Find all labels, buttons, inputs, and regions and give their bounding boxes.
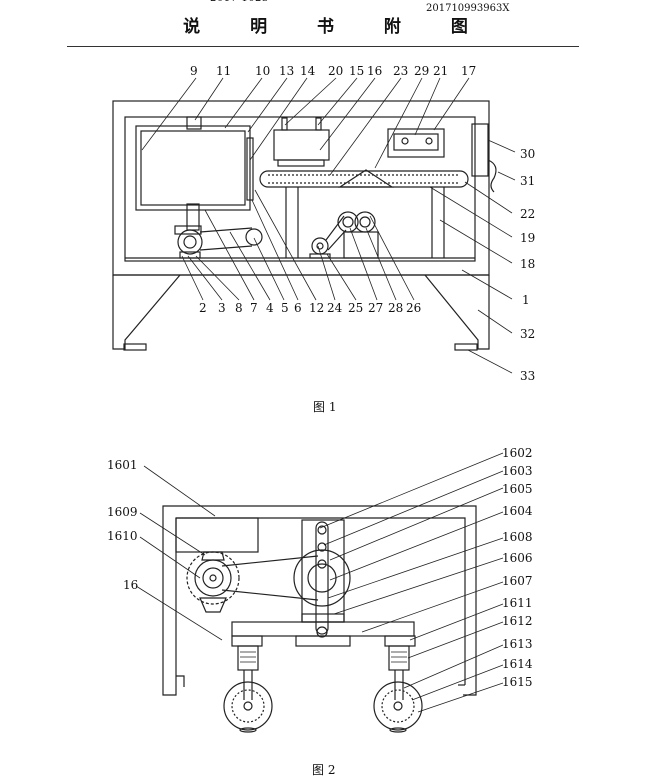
part-label: 1	[522, 293, 530, 307]
part-label: 1604	[502, 504, 533, 518]
part-label: 13	[279, 64, 294, 78]
slot-rod	[315, 521, 329, 635]
part-label: 33	[520, 369, 535, 383]
part-label: 1612	[502, 614, 533, 628]
part-label: 1607	[502, 574, 533, 588]
part-label: 29	[414, 64, 429, 78]
left-leg	[112, 274, 181, 350]
screen-inner	[140, 130, 246, 206]
screen-outer	[135, 125, 251, 211]
header-date-fragment: 2017-1023	[210, 0, 269, 4]
figure-2-caption: 图 2	[312, 763, 336, 777]
conveyor-belt	[259, 170, 469, 188]
part-label: 18	[520, 257, 535, 271]
left-foot	[123, 343, 147, 351]
part-label: 10	[255, 64, 270, 78]
side-box-30	[471, 123, 489, 177]
wheel-right	[373, 681, 423, 731]
part-label: 1609	[107, 505, 138, 519]
figure-1-caption: 图 1	[313, 400, 337, 414]
pulley	[293, 549, 351, 607]
inner-frame	[124, 116, 476, 262]
right-leg	[424, 274, 490, 350]
housing-16	[273, 129, 330, 161]
part-label: 23	[393, 64, 408, 78]
part-label: 24	[327, 301, 343, 315]
spring-right	[388, 645, 410, 671]
figure-2-drawing	[135, 452, 504, 733]
part-label: 31	[520, 174, 535, 188]
part-label: 22	[520, 207, 535, 221]
part-label: 26	[406, 301, 421, 315]
part-label: 14	[300, 64, 316, 78]
spring-left	[237, 645, 259, 671]
part-label: 1602	[502, 446, 533, 460]
part-label: 28	[388, 301, 403, 315]
part-label: 15	[349, 64, 364, 78]
part-label: 6	[294, 301, 302, 315]
part-label: 8	[235, 301, 243, 315]
part-label: 20	[328, 64, 343, 78]
part-label: 1615	[502, 675, 533, 689]
part-label: 27	[368, 301, 383, 315]
part-label: 1606	[502, 551, 533, 565]
part-label: 32	[520, 327, 535, 341]
part-label: 25	[348, 301, 363, 315]
part-label: 7	[250, 301, 258, 315]
part-label: 16	[123, 578, 138, 592]
part-label: 1614	[502, 657, 533, 671]
header-rule	[67, 46, 579, 47]
part-label: 9	[190, 64, 198, 78]
part-label: 12	[309, 301, 324, 315]
part-label: 1605	[502, 482, 533, 496]
part-label: 3	[218, 301, 226, 315]
part-label: 1611	[502, 596, 533, 610]
page-title: 说 明 书 附 图	[183, 17, 490, 37]
rail	[246, 137, 254, 201]
motor-left-wheel	[177, 229, 203, 255]
part-label: 1601	[107, 458, 138, 472]
part-label: 30	[520, 147, 535, 161]
block-1601	[175, 517, 259, 553]
post	[301, 519, 345, 623]
part-label: 4	[266, 301, 274, 315]
part-label: 1603	[502, 464, 533, 478]
part-label: 2	[199, 301, 207, 315]
part-label: 1613	[502, 637, 533, 651]
part-label: 16	[367, 64, 382, 78]
header-doc-number: 201710993963X	[426, 3, 510, 14]
figure-1-drawing	[112, 77, 516, 374]
part-label: 5	[281, 301, 289, 315]
part-label: 11	[216, 64, 231, 78]
wheel-left	[223, 681, 273, 731]
part-label: 19	[520, 231, 535, 245]
part-label: 1608	[502, 530, 533, 544]
part-label: 17	[461, 64, 476, 78]
right-foot	[454, 343, 478, 351]
part-label: 1610	[107, 529, 138, 543]
part-label: 21	[433, 64, 448, 78]
